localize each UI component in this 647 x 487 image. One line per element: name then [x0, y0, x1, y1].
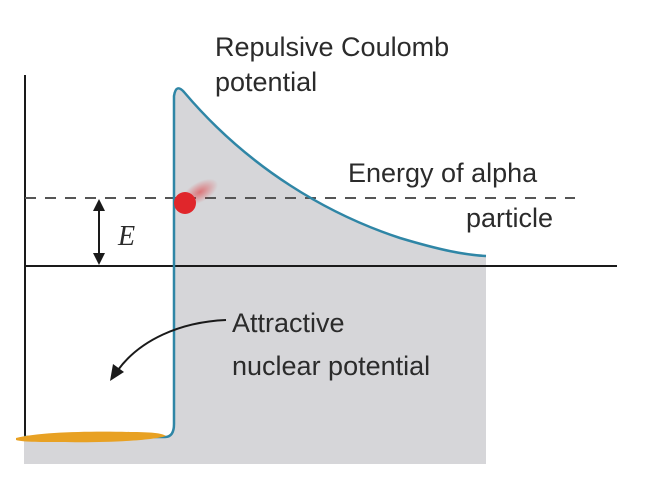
attractive-label-line1: Attractive [232, 308, 345, 338]
energy-symbol-label: E [117, 221, 135, 252]
nucleus-highlight-mark [16, 431, 166, 443]
potential-shaded-region [24, 88, 486, 465]
potential-curve [24, 87, 487, 439]
alpha-particle [174, 192, 196, 214]
energy-double-arrow [93, 199, 105, 265]
energy-label-line2: particle [466, 203, 553, 233]
coulomb-label-line1: Repulsive Coulomb [215, 32, 449, 62]
attractive-pointer-arrow [110, 319, 227, 381]
attractive-label-line2: nuclear potential [232, 351, 430, 381]
coulomb-label-line2: potential [215, 67, 317, 97]
energy-label-line1: Energy of alpha [348, 158, 538, 188]
